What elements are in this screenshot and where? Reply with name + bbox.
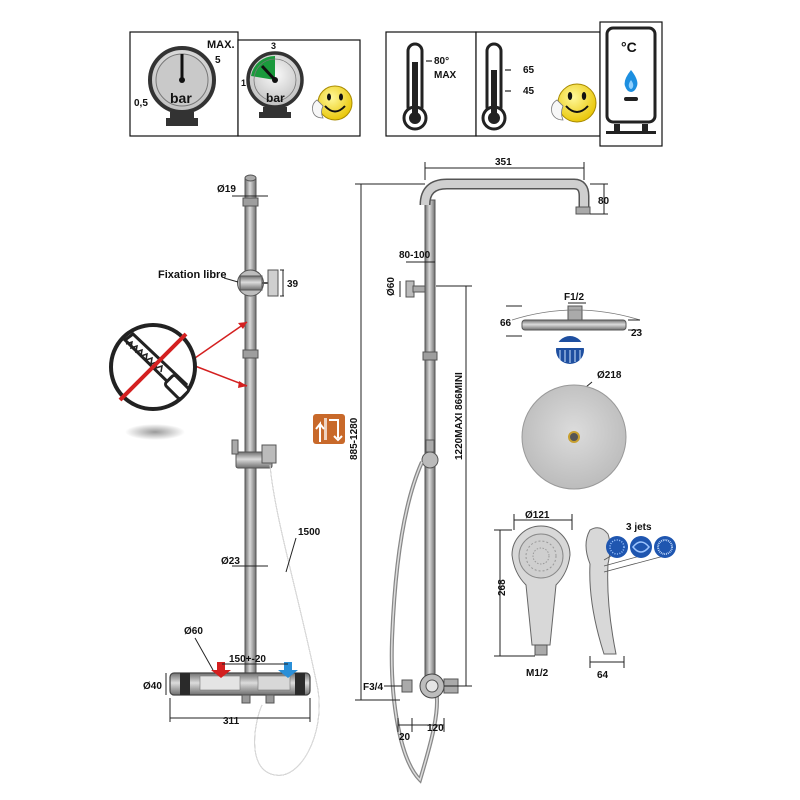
- saw-shadow: [125, 424, 185, 440]
- thermometer-range-icon: [481, 42, 511, 131]
- hot-water-arrow-icon: [211, 662, 231, 678]
- rail-diameter-label: Ø19: [217, 184, 236, 195]
- jet-pattern-icon: [556, 336, 584, 364]
- pressure-gauge-icon: [148, 46, 216, 126]
- wall-bracket: [405, 280, 426, 298]
- smiley-icon: [312, 85, 353, 121]
- hand-width-label: 64: [597, 670, 609, 681]
- temp-high-value: 65: [523, 65, 535, 76]
- adjustable-height-icon: [313, 414, 345, 444]
- thermostatic-mixer: [169, 672, 311, 704]
- offset-large-label: 120: [427, 723, 444, 734]
- bracket-range-label: 80-100: [399, 250, 431, 261]
- cold-water-arrow-icon: [278, 662, 298, 678]
- side-column: [424, 199, 436, 677]
- jet-massage-icon: [630, 536, 652, 558]
- temperature-panel: 80° MAX 65 45: [385, 21, 663, 147]
- smiley-icon-2: [551, 83, 597, 123]
- gauge-unit: bar: [170, 90, 192, 106]
- pressure-gauge-small-icon: [246, 51, 304, 118]
- gauge2-top-value: 3: [271, 41, 276, 51]
- gauge-max-label: MAX.: [207, 39, 235, 51]
- pressure-panel: MAX. 5 0,5 bar 3 1 bar: [129, 31, 361, 137]
- total-height-label: 885-1280: [349, 417, 360, 460]
- column-rail: [244, 177, 257, 679]
- head-shower-side: [521, 319, 627, 331]
- hand-thread-label: M1/2: [526, 668, 549, 679]
- cut-pointer-1: [194, 321, 248, 359]
- jet-rain-icon: [606, 536, 628, 558]
- temp-max-label: MAX: [434, 70, 457, 81]
- head-diameter-label: Ø218: [597, 370, 622, 381]
- water-heater-icon: [605, 26, 657, 134]
- fixation-label: Fixation libre: [158, 269, 226, 281]
- head-thread-label: F1/2: [564, 292, 584, 303]
- hand-shower: Ø121 268 M1/2 64 3 jets: [494, 510, 676, 681]
- shower-column-side: 351 80 80-100 Ø60 885-1280 1220MAXI 866M…: [349, 157, 610, 784]
- heater-unit: °C: [621, 39, 637, 55]
- hand-diameter-label: Ø121: [525, 510, 550, 521]
- pipe-diameter-label: Ø23: [221, 556, 240, 567]
- body-diameter-top-label: Ø60: [184, 626, 203, 637]
- gauge-max-value: 5: [215, 55, 221, 66]
- saw-icon: [109, 323, 197, 411]
- spacing-label: 150+-20: [229, 654, 266, 665]
- shower-column-front: Ø19 Fixation libre 39 Ø23 1500 Ø60 150+-…: [109, 174, 345, 776]
- offset-small-label: 20: [399, 732, 411, 743]
- body-width-label: 311: [223, 716, 240, 727]
- head-height-label: 66: [500, 318, 512, 329]
- gauge-min-value: 0,5: [134, 98, 148, 109]
- jets-label: 3 jets: [626, 522, 652, 533]
- body-diameter-side-label: Ø40: [143, 681, 162, 692]
- head-shower: F1/2 66 23 Ø218: [500, 292, 643, 490]
- head-thickness-label: 23: [631, 328, 643, 339]
- temperature-panel-box-1: [385, 31, 477, 137]
- arm-drop-label: 80: [598, 196, 610, 207]
- fixation-size-label: 39: [287, 279, 299, 290]
- thermometer-icon: [402, 42, 432, 131]
- fixation-bracket: [237, 269, 279, 297]
- cut-pointer-2: [194, 365, 248, 387]
- side-mixer: [401, 673, 459, 699]
- bracket-diameter-label: Ø60: [386, 277, 397, 296]
- inlet-thread-label: F3/4: [363, 682, 383, 693]
- hand-length-label: 268: [497, 579, 508, 596]
- temp-low-value: 45: [523, 86, 535, 97]
- shower-hose: [254, 464, 320, 776]
- temp-max-value: 80°: [434, 56, 449, 67]
- hose-length-label: 1500: [298, 527, 321, 538]
- hand-shower-side: [585, 527, 617, 655]
- arm-length-label: 351: [495, 157, 512, 168]
- gauge2-left-value: 1: [241, 78, 246, 88]
- hand-shower-holder: [231, 439, 277, 469]
- gauge2-unit: bar: [266, 91, 285, 105]
- jet-mist-icon: [654, 536, 676, 558]
- height-max-min-label: 1220MAXI 866MINI: [454, 372, 465, 460]
